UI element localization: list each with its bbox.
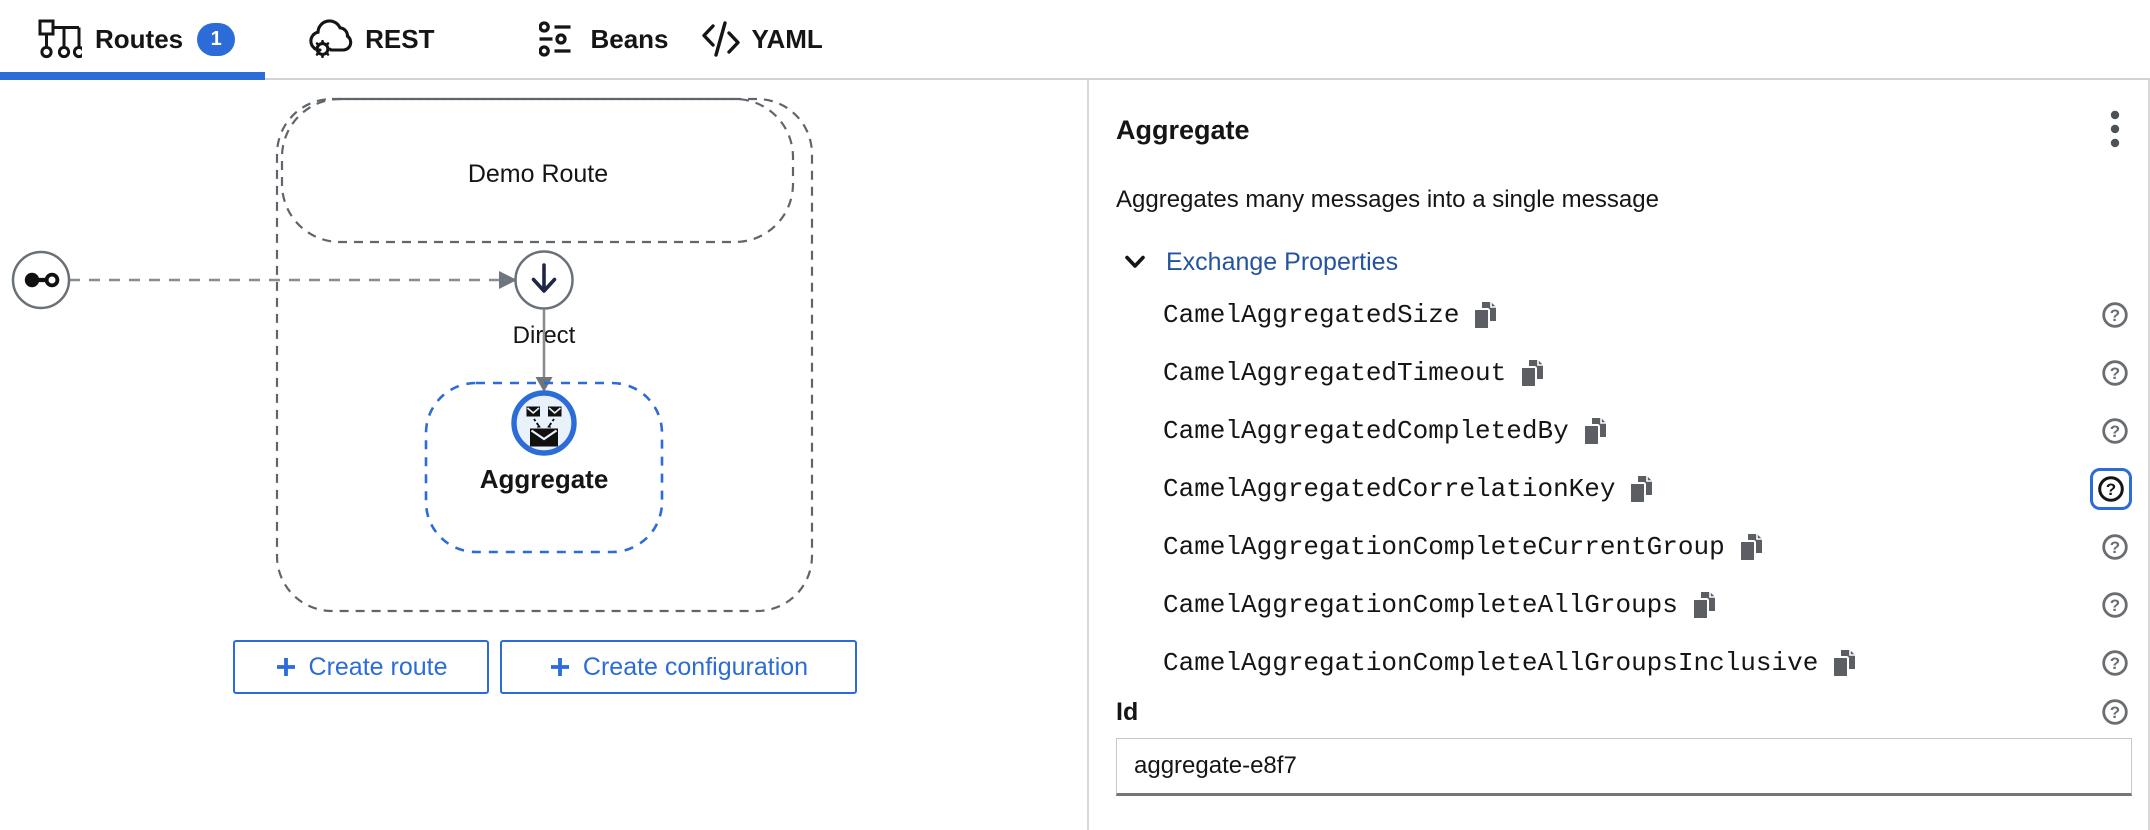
id-input[interactable] [1116,738,2132,796]
copy-button[interactable] [1738,533,1763,562]
property-row: CamelAggregatedCompletedBy ? [1116,402,2132,460]
tab-beans[interactable]: Beans [539,0,688,78]
create-route-label: Create route [308,652,448,681]
plus-icon [276,658,295,676]
tab-beans-label: Beans [590,23,669,54]
aggregate-node[interactable] [511,390,577,456]
edge-arrowhead [535,377,553,392]
property-name: CamelAggregationCompleteAllGroups [1163,590,1678,620]
svg-text:?: ? [2110,596,2120,615]
svg-text:?: ? [2106,480,2116,499]
aggregate-eip-icon [526,406,562,447]
direct-node[interactable] [514,250,574,310]
property-name: CamelAggregatedCompletedBy [1163,416,1569,446]
property-name: CamelAggregationCompleteAllGroupsInclusi… [1163,648,1819,678]
flow-start-node[interactable] [11,250,71,310]
help-icon[interactable]: ? [2101,301,2129,329]
help-icon-focused[interactable]: ? [2090,468,2132,510]
collapse-toggle[interactable] [1124,255,1146,269]
property-row: CamelAggregatedCorrelationKey ? [1116,460,2132,518]
help-icon[interactable]: ? [2101,359,2129,387]
route-canvas: Demo Route Direct [0,80,1087,830]
property-row: CamelAggregationCompleteAllGroups ? [1116,576,2132,634]
plus-icon [550,658,569,676]
route-group-label: Demo Route [468,160,608,188]
help-icon[interactable]: ? [2101,417,2129,445]
svg-text:?: ? [2110,422,2120,441]
copy-button[interactable] [1691,591,1716,620]
copy-icon [1582,417,1606,446]
copy-icon [1832,649,1856,678]
tab-rest-label: REST [365,23,435,54]
property-name: CamelAggregatedCorrelationKey [1163,474,1616,504]
tab-yaml-label: YAML [751,23,823,54]
help-icon[interactable]: ? [2101,649,2129,677]
property-name: CamelAggregationCompleteCurrentGroup [1163,532,1725,562]
copy-icon [1629,475,1653,504]
incoming-edge-arrowhead [499,271,517,289]
panel-title: Aggregate [1116,114,1250,145]
property-name: CamelAggregatedTimeout [1163,358,1507,388]
property-row: CamelAggregationCompleteAllGroupsInclusi… [1116,634,2132,692]
routes-count-badge: 1 [197,22,236,56]
id-field-label: Id [1116,697,1139,726]
svg-text:?: ? [2110,538,2120,557]
route-group-container[interactable] [275,97,814,613]
svg-text:?: ? [2110,703,2120,722]
node-config-panel: Aggregate Aggregates many messages into … [1087,80,2150,830]
copy-button[interactable] [1473,301,1497,330]
svg-text:?: ? [2110,306,2120,325]
property-row: CamelAggregatedTimeout ? [1116,344,2132,402]
aggregate-node-label: Aggregate [480,464,609,494]
rest-cloud-icon [308,18,354,60]
create-configuration-label: Create configuration [582,652,809,681]
view-tabbar: Routes 1 REST Beans [0,0,2150,80]
id-field-row: Id ? [1116,692,2132,732]
node-description: Aggregates many messages into a single m… [1116,186,1659,213]
route-label-pill[interactable] [280,97,795,244]
tab-yaml[interactable]: YAML [701,0,843,78]
property-row: CamelAggregationCompleteCurrentGroup ? [1116,518,2132,576]
exchange-properties-link[interactable]: Exchange Properties [1166,247,1399,276]
copy-button[interactable] [1520,359,1544,388]
aggregate-selection-outline [424,381,664,554]
create-configuration-button[interactable]: Create configuration [500,640,857,694]
yaml-code-icon [701,20,741,58]
panel-header: Aggregate [1116,108,2132,152]
kebab-icon [2110,110,2120,147]
chevron-down-icon [1125,255,1145,268]
tab-routes-label: Routes [95,23,184,54]
tab-routes[interactable]: Routes 1 [0,0,266,80]
tab-rest[interactable]: REST [308,0,454,78]
route-diagram: Demo Route Direct [11,97,814,613]
help-icon[interactable]: ? [2101,698,2129,726]
kebab-menu-button[interactable] [2098,108,2132,153]
copy-icon [1738,533,1762,562]
create-route-button[interactable]: Create route [233,640,489,694]
beans-icon [539,21,579,57]
copy-button[interactable] [1832,649,1856,678]
help-icon[interactable]: ? [2101,533,2129,561]
property-name: CamelAggregatedSize [1163,300,1460,330]
property-row: CamelAggregatedSize ? [1116,286,2132,344]
exchange-properties-list: CamelAggregatedSize ? CamelAggregatedTim… [1116,286,2132,692]
routes-icon [38,18,82,60]
copy-icon [1520,359,1544,388]
copy-icon [1473,301,1497,330]
help-icon[interactable]: ? [2101,591,2129,619]
svg-text:?: ? [2110,654,2120,673]
copy-icon [1691,591,1715,620]
copy-button[interactable] [1582,417,1607,446]
arrow-down-icon [531,263,557,293]
svg-text:?: ? [2110,364,2120,383]
copy-button[interactable] [1629,475,1653,504]
exchange-properties-section-header: Exchange Properties [1116,244,2132,280]
